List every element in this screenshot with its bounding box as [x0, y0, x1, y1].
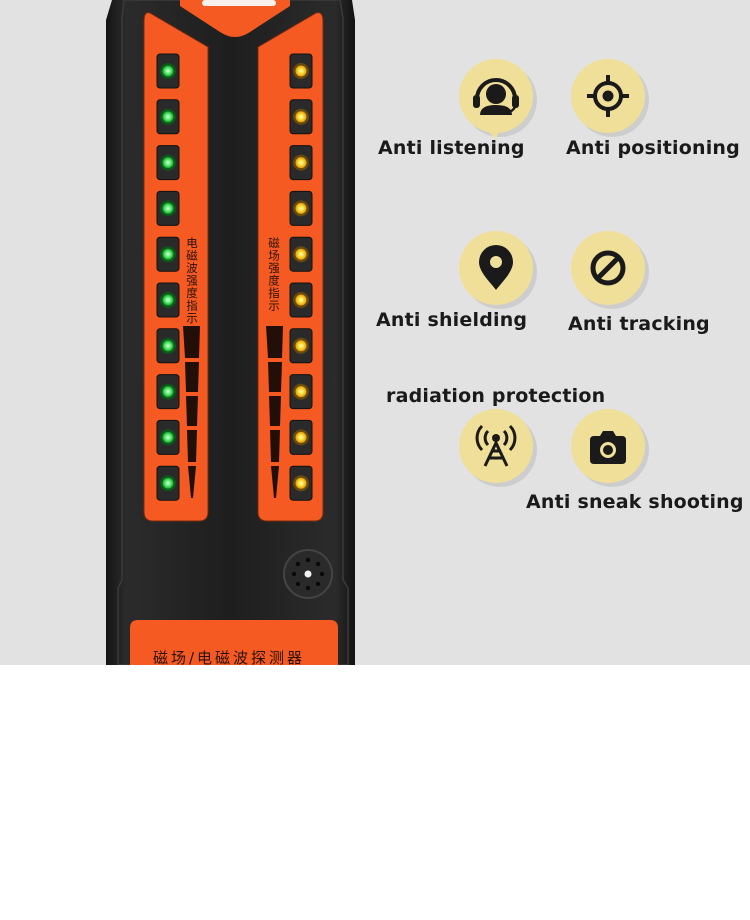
green-led: [162, 65, 174, 77]
detector-device: [106, 0, 649, 665]
yellow-led: [295, 111, 307, 123]
top-tab-badge: [202, 0, 276, 6]
green-led: [162, 248, 174, 260]
yellow-led: [295, 202, 307, 214]
green-led: [162, 431, 174, 443]
feature-label-anti-shielding: Anti shielding: [376, 309, 528, 331]
green-led: [162, 157, 174, 169]
headset-icon: [473, 78, 519, 115]
yellow-led: [295, 386, 307, 398]
yellow-led: [295, 248, 307, 260]
device-bottom-label: 磁场/电磁波探测器: [153, 649, 306, 665]
right-indicator-label: 磁场强度指示: [267, 237, 281, 312]
feature-label-radiation-protection: radiation protection: [386, 385, 606, 407]
yellow-led: [295, 431, 307, 443]
speaker-grille: [283, 549, 333, 599]
yellow-led: [295, 157, 307, 169]
green-led: [162, 340, 174, 352]
yellow-led: [295, 294, 307, 306]
green-led: [162, 111, 174, 123]
product-image: 电磁波强度指示 磁场强度指示 磁场/电磁波探测器 Anti listening …: [0, 0, 750, 665]
radio-tower-icon: [475, 424, 517, 467]
map-pin-icon: [479, 245, 513, 290]
crosshair-icon: [587, 75, 629, 117]
feature-label-anti-positioning: Anti positioning: [566, 137, 740, 159]
green-led: [162, 294, 174, 306]
yellow-led: [295, 65, 307, 77]
green-led: [162, 477, 174, 489]
top-tab: [180, 0, 290, 37]
feature-label-anti-sneak-shooting: Anti sneak shooting: [526, 491, 744, 513]
left-led-column: [156, 53, 180, 501]
green-led: [162, 386, 174, 398]
green-led: [162, 202, 174, 214]
prohibited-icon: [590, 250, 626, 286]
bottom-label-plate: [130, 620, 338, 665]
yellow-led: [295, 477, 307, 489]
left-indicator-label: 电磁波强度指示: [185, 237, 199, 325]
camera-icon: [590, 431, 626, 464]
feature-label-anti-tracking: Anti tracking: [568, 313, 710, 335]
right-strength-bars: [266, 326, 283, 498]
left-strength-bars: [183, 326, 200, 498]
feature-label-anti-listening: Anti listening: [378, 137, 525, 159]
device-inner-edge: [117, 0, 349, 665]
right-led-column: [289, 53, 313, 501]
yellow-led: [295, 340, 307, 352]
feature-icon-circles: [459, 59, 649, 487]
